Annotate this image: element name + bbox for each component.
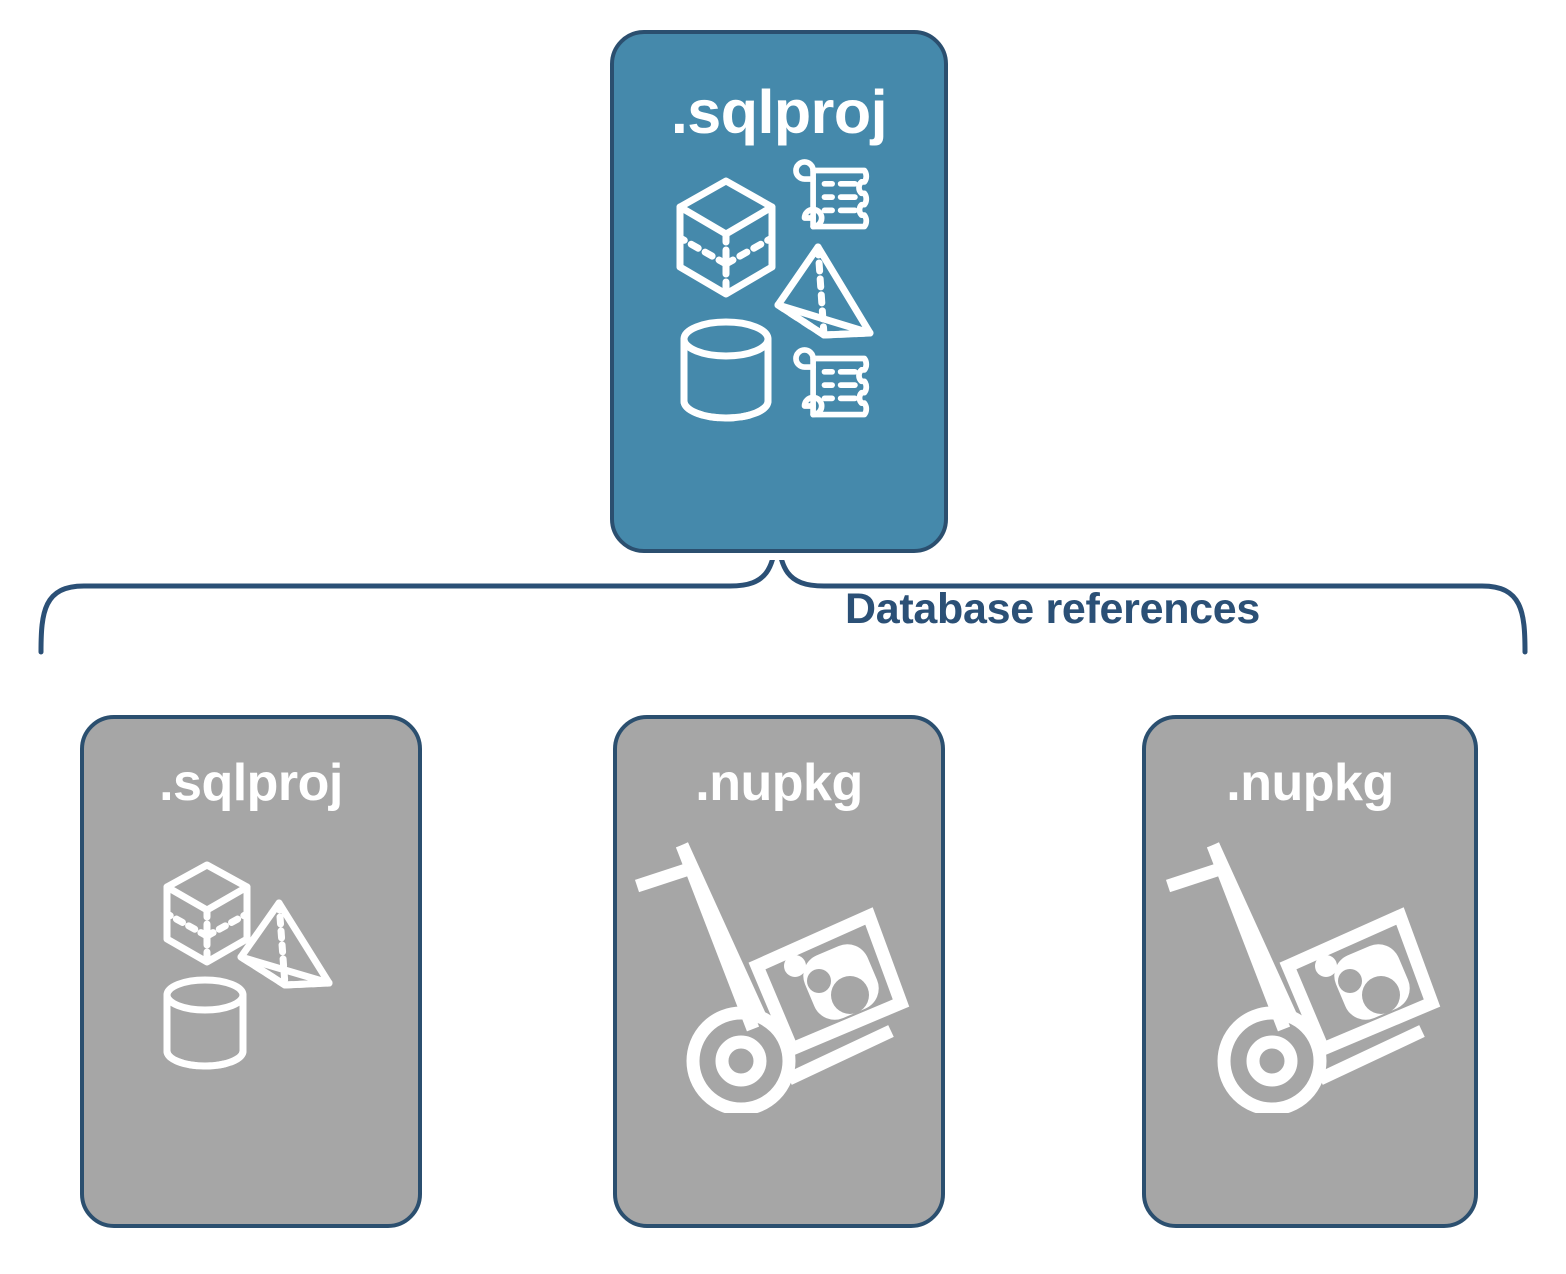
node-ref-nupkg-2[interactable]: .nupkg	[1142, 715, 1478, 1228]
node-root-sqlproj[interactable]: .sqlproj	[610, 30, 948, 553]
node-ref-sqlproj-label: .sqlproj	[159, 754, 343, 812]
database-references-brace	[38, 560, 1528, 655]
brace-label-database-references: Database references	[845, 585, 1260, 633]
sqlproj-shapes-group	[676, 159, 874, 422]
node-ref-nupkg-2-artwork	[1146, 809, 1474, 1224]
node-ref-sqlproj[interactable]: .sqlproj	[80, 715, 422, 1228]
cylinder-icon	[163, 976, 247, 1070]
node-root-artwork	[614, 143, 944, 549]
cube-icon	[676, 177, 776, 298]
pyramid-icon	[237, 899, 333, 989]
sqlproj-shapes-group	[163, 861, 333, 1070]
node-ref-nupkg-2-label: .nupkg	[1226, 754, 1394, 812]
scroll-icon	[793, 159, 870, 230]
scroll-icon	[793, 347, 870, 418]
node-ref-nupkg-1-artwork	[617, 809, 941, 1224]
hand-truck-package-icon	[1165, 842, 1441, 1113]
hand-truck-package-icon	[634, 842, 910, 1113]
node-ref-sqlproj-artwork	[84, 809, 418, 1224]
node-ref-nupkg-1[interactable]: .nupkg	[613, 715, 945, 1228]
cylinder-icon	[680, 318, 772, 422]
cube-icon	[163, 861, 251, 966]
pyramid-icon	[774, 243, 874, 339]
node-ref-nupkg-1-label: .nupkg	[695, 754, 863, 812]
node-root-label: .sqlproj	[670, 78, 888, 146]
